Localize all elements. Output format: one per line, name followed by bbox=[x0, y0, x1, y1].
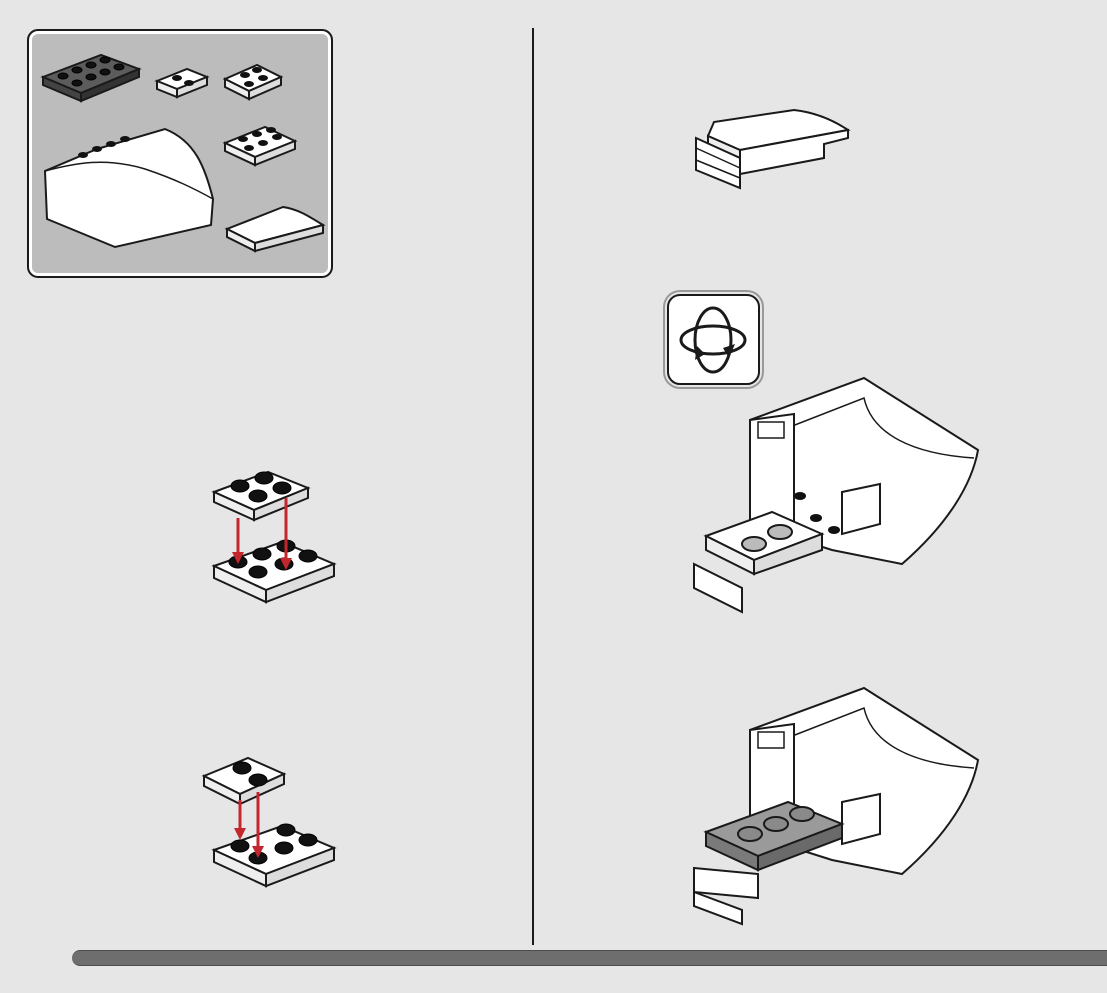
white-slope-windscreen bbox=[45, 129, 213, 247]
page-footer-bar bbox=[72, 950, 1107, 966]
white-2x2-plate bbox=[225, 65, 281, 99]
step-left-top-illustration bbox=[210, 468, 340, 618]
step-right-bottom-illustration bbox=[692, 684, 992, 924]
white-2x2-plate-top bbox=[214, 472, 308, 520]
dark-gray-2x4-plate bbox=[43, 55, 139, 101]
white-jumper-with-studs bbox=[204, 758, 284, 804]
column-divider bbox=[532, 28, 534, 945]
white-1x2-jumper-plate bbox=[157, 69, 207, 97]
step-right-top-illustration bbox=[694, 108, 854, 198]
parts-illustration bbox=[29, 31, 331, 276]
white-curved-slope bbox=[227, 207, 323, 251]
white-2x3-plate-base bbox=[214, 540, 334, 602]
step-left-bottom-illustration bbox=[200, 756, 340, 896]
rotate-model-icon bbox=[669, 296, 758, 383]
rotate-model-badge bbox=[667, 294, 760, 385]
parts-needed-box bbox=[27, 29, 333, 278]
white-2x3-plate-base bbox=[214, 824, 334, 886]
step-right-middle-illustration bbox=[692, 374, 992, 614]
white-2x3-plate bbox=[225, 127, 295, 165]
